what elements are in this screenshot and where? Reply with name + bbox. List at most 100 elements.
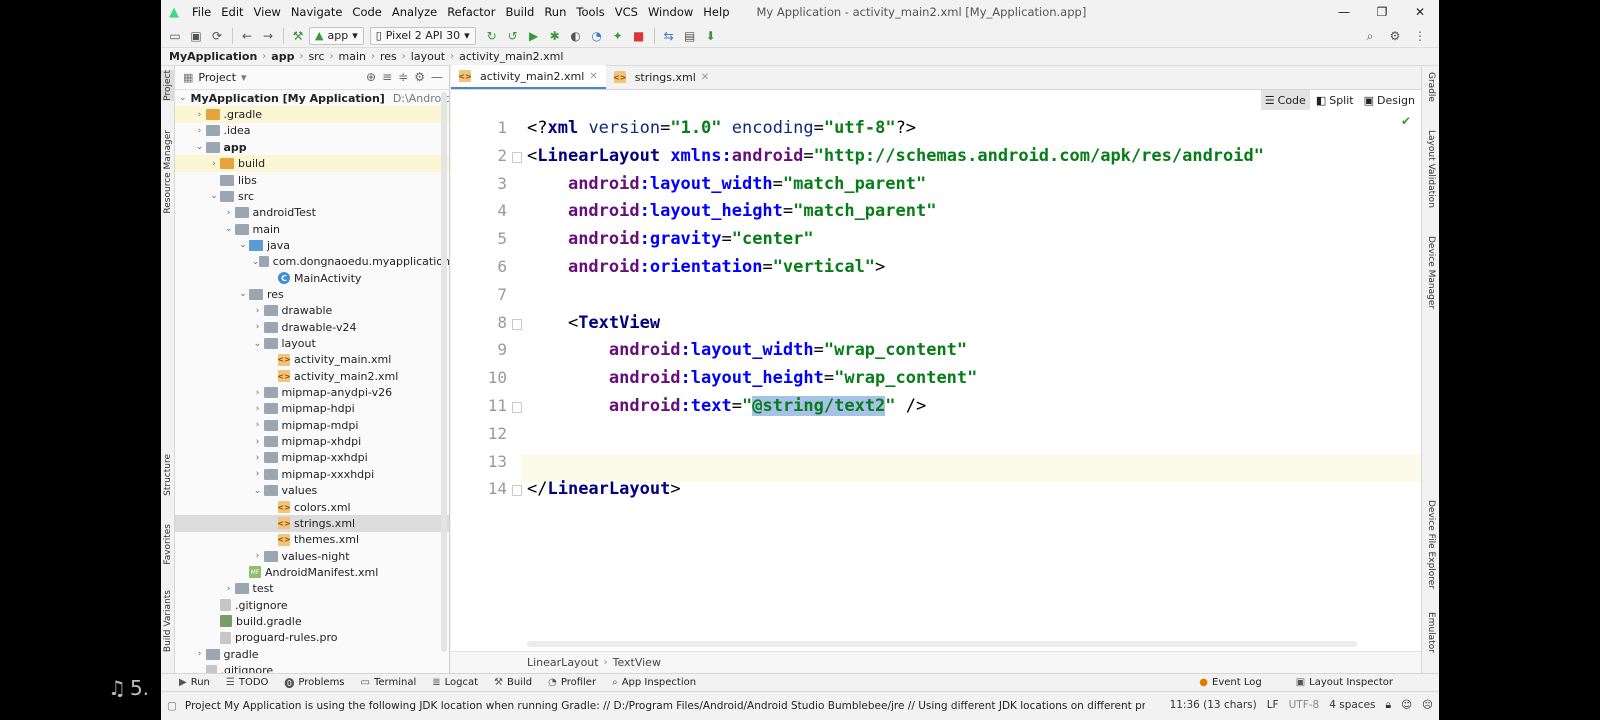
make-project-hammer-icon[interactable]: ⚒ [292,28,304,43]
emulator-tab[interactable]: Emulator [1424,612,1438,653]
chevron-right-icon[interactable]: › [226,583,231,594]
tree-item[interactable]: ›androidTest [175,204,449,221]
rerun-icon[interactable]: ↻ [486,28,497,43]
sdk-manager-icon[interactable]: ⬇ [705,28,716,43]
profile-icon[interactable]: ◔ [591,28,602,43]
close-button[interactable]: ✕ [1414,5,1426,19]
menu-tools[interactable]: Tools [576,5,605,19]
tree-item[interactable]: ›mipmap-anydpi-v26 [175,384,449,401]
restore-button[interactable]: ❐ [1376,5,1388,19]
tree-item[interactable]: ›.gradle [175,106,449,123]
run-tool-button[interactable]: ▶Run [179,677,210,688]
tree-item[interactable]: ›drawable [175,303,449,320]
build-tool-button[interactable]: ⚒Build [494,677,532,688]
open-folder-icon[interactable]: ▭ [169,28,181,43]
chevron-right-icon[interactable]: › [255,420,260,431]
tree-item[interactable]: ⌄MyApplication [My Application]D:\Androi… [175,90,449,107]
chevron-right-icon[interactable]: › [255,387,260,398]
layout-validation-tab[interactable]: Layout Validation [1424,130,1438,208]
tree-scrollbar[interactable] [441,92,447,652]
profiler-tool-button[interactable]: ◔Profiler [548,677,596,688]
menu-edit[interactable]: Edit [221,5,244,19]
run-config-dropdown[interactable]: ▲ app ▾ [309,26,364,45]
chevron-right-icon[interactable]: › [255,452,260,463]
caret-position[interactable]: 11:36 (13 chars) [1169,699,1257,711]
chevron-right-icon[interactable]: › [197,109,202,120]
tree-item[interactable]: <>activity_main2.xml [175,368,449,385]
tree-item[interactable]: ›mipmap-xhdpi [175,433,449,450]
chevron-right-icon[interactable]: › [255,403,260,414]
save-all-icon[interactable]: ▣ [190,28,202,43]
run-icon[interactable]: ▶ [529,28,539,43]
status-square-icon[interactable]: ▢ [167,700,177,712]
breadcrumb-item[interactable]: MyApplication [169,50,258,63]
tree-item[interactable]: ⌄values [175,482,449,499]
breadcrumb-item[interactable]: app [271,50,295,63]
tree-item[interactable]: build.gradle [175,613,449,630]
tree-item[interactable]: ⌄app [175,139,449,156]
apply-changes-icon[interactable]: ↺ [507,28,518,43]
file-encoding[interactable]: UTF-8 [1288,699,1320,711]
avd-manager-icon[interactable]: ▤ [683,28,696,43]
chevron-down-icon[interactable]: ⌄ [179,93,187,104]
device-manager-tab[interactable]: Device Manager [1424,236,1438,309]
expand-all-icon[interactable]: ≡ [382,70,393,84]
fold-marker-icon[interactable] [512,151,522,163]
app-inspection-tool-button[interactable]: ⌕App Inspection [612,677,696,688]
chevron-right-icon[interactable]: › [226,207,231,218]
chevron-down-icon[interactable]: ⌄ [253,338,262,349]
resource-manager-tab[interactable]: Resource Manager [161,130,175,214]
tree-item[interactable]: ⌄main [175,221,449,238]
attach-debugger-icon[interactable]: ✦ [612,28,623,43]
menu-code[interactable]: Code [352,5,382,19]
chevron-down-icon[interactable]: ⌄ [195,142,204,153]
menu-file[interactable]: File [192,5,212,19]
sync-icon[interactable]: ⟳ [211,28,223,43]
menu-view[interactable]: View [253,5,281,19]
tree-item[interactable]: ›mipmap-hdpi [175,401,449,418]
feedback-frown-icon[interactable]: ☹ [1422,699,1433,711]
settings-icon[interactable]: ⚙ [414,70,425,84]
tree-item[interactable]: ›mipmap-mdpi [175,417,449,434]
chevron-down-icon[interactable]: ⌄ [224,224,233,235]
back-arrow-icon[interactable]: ← [241,28,253,43]
line-separator[interactable]: LF [1266,699,1279,711]
debug-icon[interactable]: ✱ [549,28,560,43]
todo-tool-button[interactable]: ☰TODO [226,677,269,688]
tree-item[interactable]: ⌄layout [175,335,449,352]
chevron-right-icon[interactable]: › [255,436,260,447]
tab-activity-main2[interactable]: <> activity_main2.xml ✕ [451,65,606,89]
tree-item[interactable]: <>activity_main.xml [175,352,449,369]
tree-item[interactable]: <>themes.xml [175,531,449,548]
horizontal-scrollbar[interactable] [527,641,1357,647]
overflow-icon[interactable]: ⋮ [1414,29,1426,43]
fold-marker-icon[interactable] [512,318,522,330]
tree-item[interactable]: ›.idea [175,123,449,140]
close-tab-icon[interactable]: ✕ [700,71,710,83]
tree-item[interactable]: ›mipmap-xxhdpi [175,450,449,467]
tree-item[interactable]: ›test [175,581,449,598]
breadcrumb-item[interactable]: activity_main2.xml [459,50,564,63]
crumb-linear-layout[interactable]: LinearLayout [527,656,599,669]
project-view-dropdown[interactable]: Project [198,71,237,84]
chevron-down-icon[interactable]: ⌄ [239,289,247,300]
indent-setting[interactable]: 4 spaces [1329,699,1376,711]
forward-arrow-icon[interactable]: → [262,28,274,43]
chevron-down-icon[interactable]: ⌄ [251,256,260,267]
tree-item[interactable]: libs [175,172,449,189]
tree-item[interactable]: <>strings.xml [175,515,449,532]
crumb-text-view[interactable]: TextView [612,656,661,669]
collapse-all-icon[interactable]: ≑ [398,70,409,84]
tree-item[interactable]: ⌄java [175,237,449,254]
breadcrumb-item[interactable]: src [308,50,325,63]
chevron-right-icon[interactable]: › [255,469,260,480]
breadcrumb-item[interactable]: layout [410,50,446,63]
layout-inspector-tool-button[interactable]: ▣Layout Inspector [1296,677,1393,688]
tree-item[interactable]: ›gradle [175,646,449,663]
chevron-right-icon[interactable]: › [255,322,260,333]
lock-icon[interactable]: 🔒︎ [1385,699,1392,711]
tree-item[interactable]: ›values-night [175,548,449,565]
